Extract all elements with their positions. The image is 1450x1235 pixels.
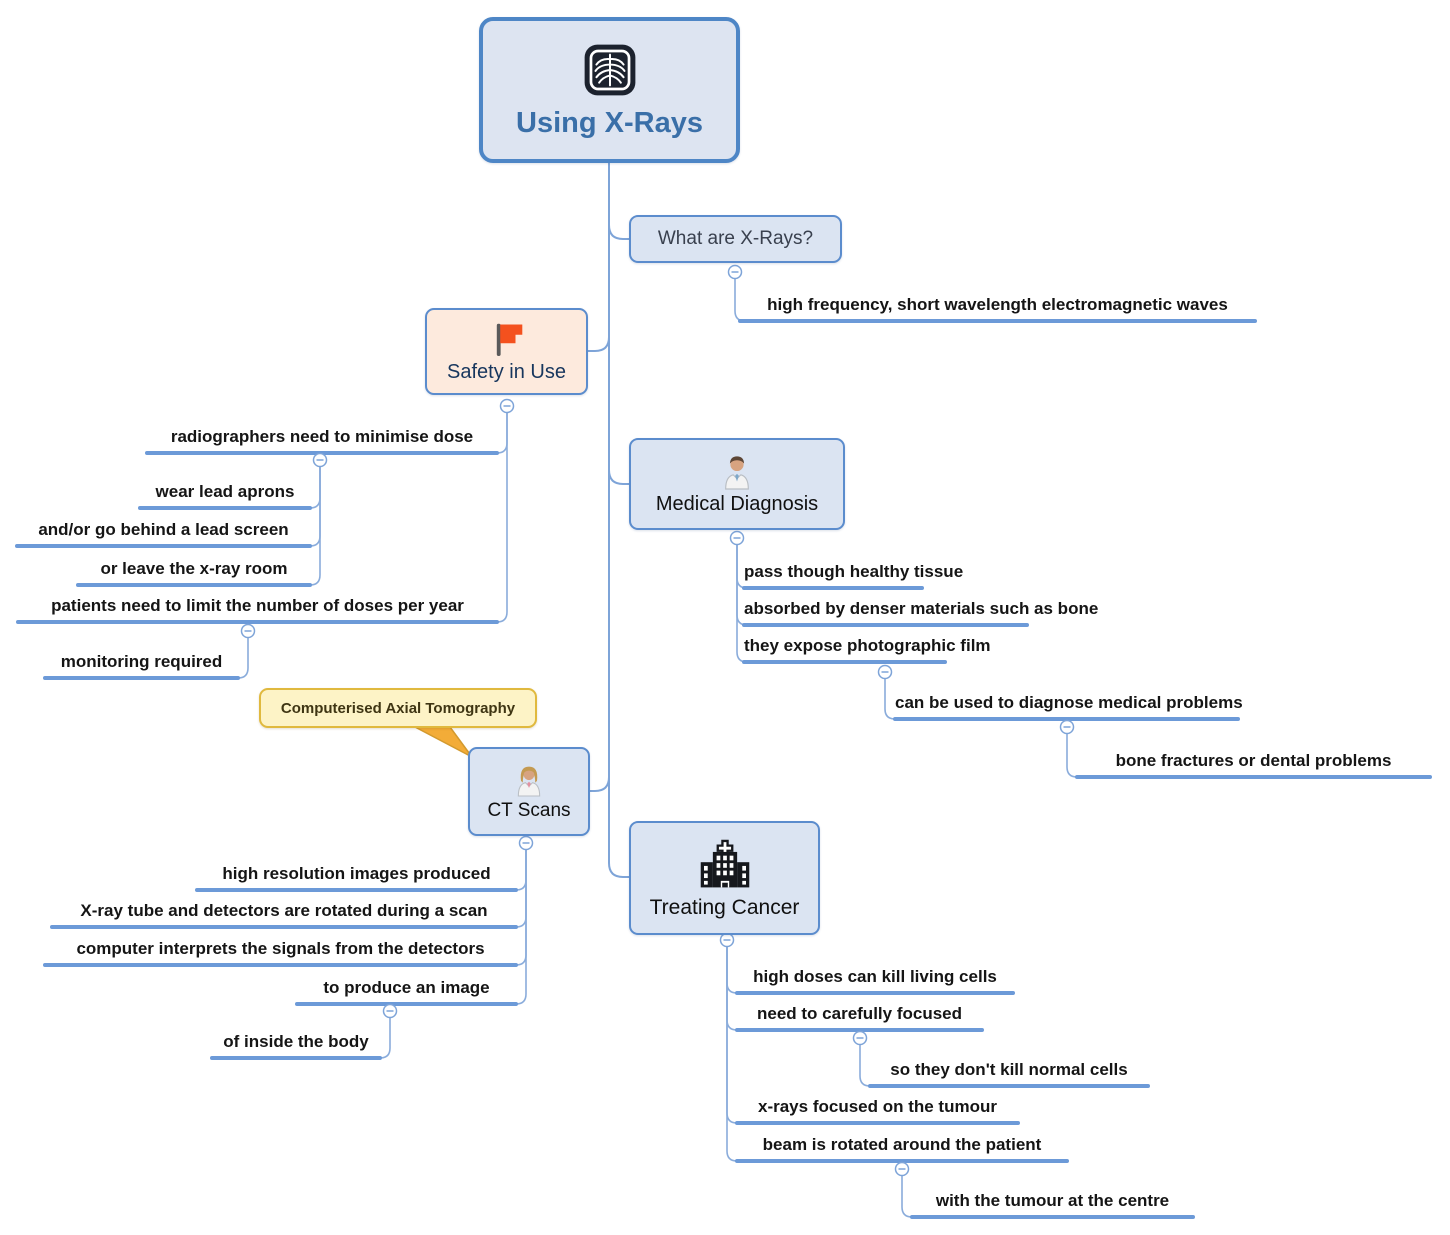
branch-label-absorbed-bone[interactable]: absorbed by denser materials such as bon… bbox=[744, 599, 1099, 618]
branch-label-patients-limit[interactable]: patients need to limit the number of dos… bbox=[51, 596, 464, 615]
hospital-icon bbox=[700, 839, 749, 888]
node-safety-in-use[interactable]: Safety in Use bbox=[425, 308, 588, 395]
collapse-icon[interactable] bbox=[1059, 719, 1075, 735]
branch-label-pass-tissue[interactable]: pass though healthy tissue bbox=[744, 562, 964, 581]
branch-label-monitoring[interactable]: monitoring required bbox=[60, 652, 223, 671]
xray-icon bbox=[584, 44, 635, 95]
branch-label-focused-tumour[interactable]: x-rays focused on the tumour bbox=[758, 1097, 997, 1116]
node-label: Safety in Use bbox=[447, 361, 566, 383]
node-label: Treating Cancer bbox=[649, 895, 800, 919]
branch-label-produce-image[interactable]: to produce an image bbox=[323, 978, 490, 997]
branch-label-high-frequency[interactable]: high frequency, short wavelength electro… bbox=[767, 295, 1228, 314]
collapse-icon[interactable] bbox=[382, 1003, 398, 1019]
branch-label-bone-fractures[interactable]: bone fractures or dental problems bbox=[1115, 751, 1392, 770]
node-treating-cancer[interactable]: Treating Cancer bbox=[629, 821, 820, 935]
doctor-icon bbox=[725, 455, 749, 490]
branch-label-diagnose-problems[interactable]: can be used to diagnose medical problems bbox=[895, 693, 1243, 712]
node-medical-diagnosis[interactable]: Medical Diagnosis bbox=[629, 438, 845, 530]
node-what-are-xrays[interactable]: What are X-Rays? bbox=[629, 215, 842, 263]
branch-ct-line bbox=[587, 776, 610, 792]
branch-medical-line bbox=[608, 469, 632, 485]
branch-label-high-doses[interactable]: high doses can kill living cells bbox=[753, 967, 997, 986]
radiographer-icon bbox=[517, 766, 541, 797]
branch-label-tumour-centre[interactable]: with the tumour at the centre bbox=[935, 1191, 1170, 1210]
branch-label-wear-lead-aprons[interactable]: wear lead aprons bbox=[155, 482, 295, 501]
collapse-icon[interactable] bbox=[312, 452, 328, 468]
collapse-icon[interactable] bbox=[518, 835, 534, 851]
collapse-icon[interactable] bbox=[727, 264, 743, 280]
branch-label-leave-room[interactable]: or leave the x-ray room bbox=[100, 559, 288, 578]
callout-tail bbox=[414, 726, 473, 758]
branch-safety-line bbox=[585, 336, 610, 352]
node-label: CT Scans bbox=[487, 799, 571, 821]
node-label: What are X-Rays? bbox=[657, 227, 814, 249]
branch-label-beam-rotated[interactable]: beam is rotated around the patient bbox=[762, 1135, 1042, 1154]
collapse-icon[interactable] bbox=[729, 530, 745, 546]
spine-line bbox=[608, 162, 632, 878]
callout-computerised-axial-tomography[interactable]: Computerised Axial Tomography bbox=[259, 688, 537, 728]
callout-label: Computerised Axial Tomography bbox=[280, 699, 516, 717]
branch-label-radiographers[interactable]: radiographers need to minimise dose bbox=[170, 427, 474, 446]
node-ct-scans[interactable]: CT Scans bbox=[468, 747, 590, 836]
branch-label-normal-cells[interactable]: so they don't kill normal cells bbox=[890, 1060, 1128, 1079]
collapse-toggles bbox=[240, 264, 1075, 1177]
node-label: Medical Diagnosis bbox=[655, 492, 819, 515]
branch-label-computer-interprets[interactable]: computer interprets the signals from the… bbox=[76, 939, 485, 958]
branch-what-line bbox=[608, 224, 632, 240]
flag-icon bbox=[496, 323, 522, 356]
collapse-icon[interactable] bbox=[499, 398, 515, 414]
topic-underlines bbox=[15, 319, 1432, 1219]
branch-label-xray-tube[interactable]: X-ray tube and detectors are rotated dur… bbox=[80, 901, 488, 920]
main-branch-lines bbox=[585, 162, 632, 878]
collapse-icon[interactable] bbox=[894, 1161, 910, 1177]
node-using-xrays[interactable]: Using X-Rays bbox=[479, 17, 740, 163]
branch-label-expose-film[interactable]: they expose photographic film bbox=[744, 636, 991, 655]
node-label: Using X-Rays bbox=[516, 106, 703, 139]
branch-label-carefully-focused[interactable]: need to carefully focused bbox=[757, 1004, 962, 1023]
branch-label-inside-body[interactable]: of inside the body bbox=[223, 1032, 369, 1051]
collapse-icon[interactable] bbox=[877, 664, 893, 680]
collapse-icon[interactable] bbox=[852, 1030, 868, 1046]
collapse-icon[interactable] bbox=[240, 623, 256, 639]
branch-label-lead-screen[interactable]: and/or go behind a lead screen bbox=[38, 520, 289, 539]
branch-label-high-resolution[interactable]: high resolution images produced bbox=[222, 864, 491, 883]
collapse-icon[interactable] bbox=[719, 932, 735, 948]
